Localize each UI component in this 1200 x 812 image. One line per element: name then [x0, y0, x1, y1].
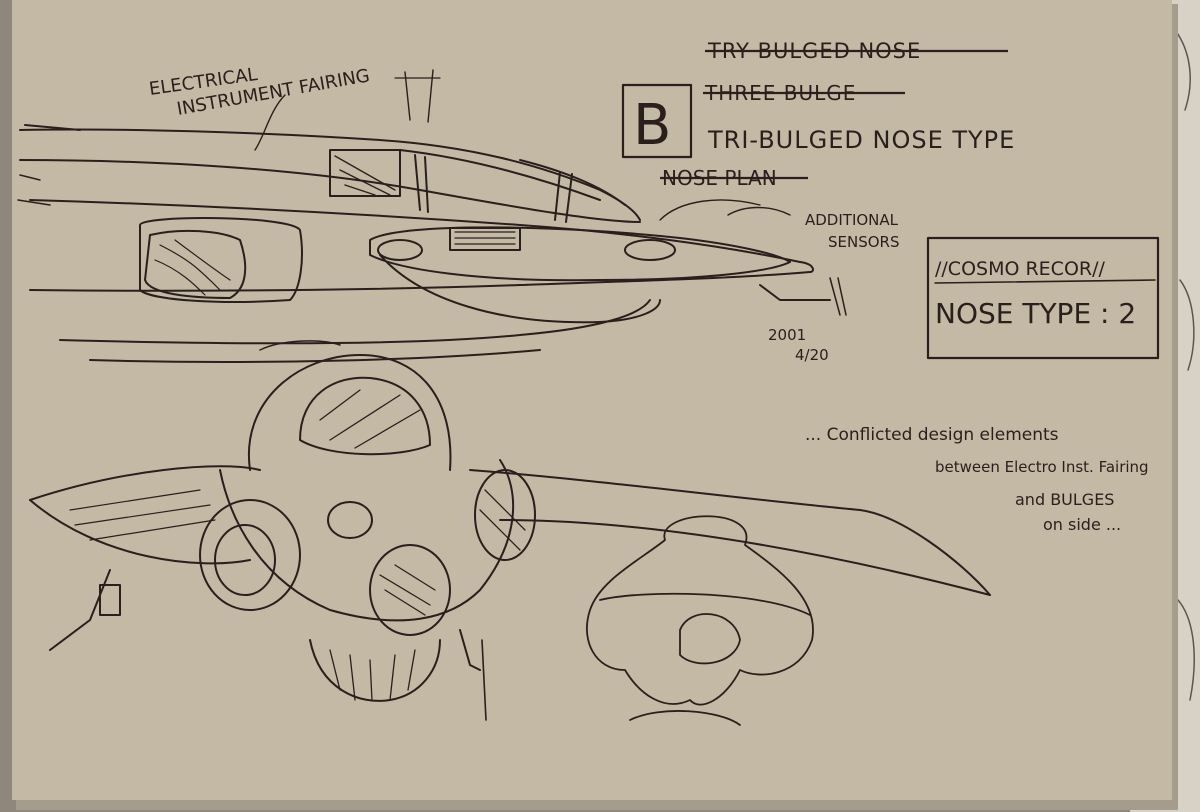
- note-line-2: between Electro Inst. Fairing: [935, 458, 1149, 476]
- sensors-label: SENSORS: [828, 233, 900, 251]
- box-b-frame: [621, 83, 693, 159]
- front-view-sketch: [29, 340, 991, 721]
- note-line-1: ... Conflicted design elements: [805, 425, 1059, 445]
- cosmo-divider: [934, 279, 1156, 284]
- tri-bulged-label: TRI-BULGED NOSE TYPE: [707, 126, 1015, 154]
- second-sheet-sketch-marks: [1174, 29, 1195, 701]
- cosmo-record-label: //COSMO RECOR//: [935, 258, 1106, 280]
- nose-plan-sketch: [586, 515, 814, 726]
- date-day: 4/20: [795, 346, 829, 364]
- side-view-sketch: [17, 69, 847, 363]
- cosmo-record-frame: [926, 236, 1160, 360]
- box-b-letter: B: [633, 93, 671, 158]
- note-line-3: and BULGES: [1015, 490, 1114, 509]
- nose-type-label: NOSE TYPE : 2: [935, 297, 1136, 330]
- note-line-4: on side ...: [1043, 515, 1121, 534]
- date-year: 2001: [768, 326, 806, 344]
- paper-sheet: [12, 0, 1172, 800]
- additional-label: ADDITIONAL: [805, 211, 899, 229]
